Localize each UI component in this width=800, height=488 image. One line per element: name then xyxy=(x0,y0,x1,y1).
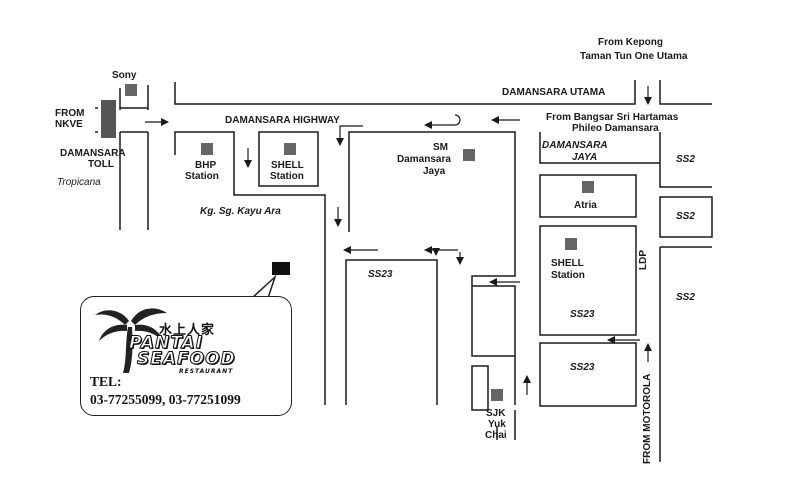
label-sony: Sony xyxy=(112,70,137,81)
label-sm-3: Jaya xyxy=(423,166,446,177)
label-tropicana: Tropicana xyxy=(57,177,101,188)
label-damansara-toll-2: TOLL xyxy=(88,159,114,170)
label-ldp: LDP xyxy=(638,250,649,270)
label-from-nkve-1: FROM xyxy=(55,108,85,119)
label-shell1-2: Station xyxy=(270,171,304,182)
label-atria: Atria xyxy=(574,200,597,211)
landmark-markers xyxy=(125,84,594,401)
road-edges xyxy=(95,80,713,462)
palm-tree-icon xyxy=(95,308,167,373)
label-sm-2: Damansara xyxy=(397,154,451,165)
label-sjk-3: Chai xyxy=(485,430,507,441)
label-sjk-2: Yuk xyxy=(488,419,506,430)
label-shell2-1: SHELL xyxy=(551,258,584,269)
bubble-pointer xyxy=(251,274,277,299)
label-from-nkve-2: NKVE xyxy=(55,119,83,130)
direction-arrows xyxy=(145,86,652,395)
label-damansara-jaya-1: DAMANSARA xyxy=(542,140,608,151)
label-ss2-b: SS2 xyxy=(676,211,695,222)
restaurant-chinese-name: 水上人家 xyxy=(159,323,216,338)
restaurant-name-line1: PANTAI xyxy=(128,333,204,354)
restaurant-callout: 水上人家 PANTAI SEAFOOD RESTAURANT TEL: 03-7… xyxy=(80,296,292,416)
label-ss23-a: SS23 xyxy=(368,269,393,280)
label-ss2-c: SS2 xyxy=(676,292,695,303)
label-damansara-jaya-2: JAYA xyxy=(572,152,598,163)
label-kayu-ara: Kg. Sg. Kayu Ara xyxy=(200,206,281,217)
label-damansara-toll-1: DAMANSARA xyxy=(60,148,126,159)
label-bhp-2: Station xyxy=(185,171,219,182)
label-sjk-1: SJK xyxy=(486,408,506,419)
label-phileo: Phileo Damansara xyxy=(572,123,659,134)
label-taman-tun: Taman Tun One Utama xyxy=(580,51,688,62)
label-damansara-highway: DAMANSARA HIGHWAY xyxy=(225,115,340,126)
tel-numbers: 03-77255099, 03-77251099 xyxy=(90,392,241,407)
label-ss23-c: SS23 xyxy=(570,362,595,373)
label-from-bangsar: From Bangsar Sri Hartamas xyxy=(546,112,679,123)
label-ss2-a: SS2 xyxy=(676,154,695,165)
tel-label: TEL: xyxy=(90,374,122,389)
restaurant-marker xyxy=(272,262,290,275)
label-damansara-utama: DAMANSARA UTAMA xyxy=(502,87,606,98)
label-ss23-b: SS23 xyxy=(570,309,595,320)
label-bhp-1: BHP xyxy=(195,160,217,171)
restaurant-tagline: RESTAURANT xyxy=(179,368,234,375)
toll-booth xyxy=(101,100,116,138)
label-shell1-1: SHELL xyxy=(271,160,304,171)
label-shell2-2: Station xyxy=(551,270,585,281)
label-from-kepong: From Kepong xyxy=(598,37,663,48)
restaurant-name-line2: SEAFOOD xyxy=(137,349,236,370)
label-from-motorola: FROM MOTOROLA xyxy=(642,373,653,464)
label-sm-1: SM xyxy=(433,142,448,153)
